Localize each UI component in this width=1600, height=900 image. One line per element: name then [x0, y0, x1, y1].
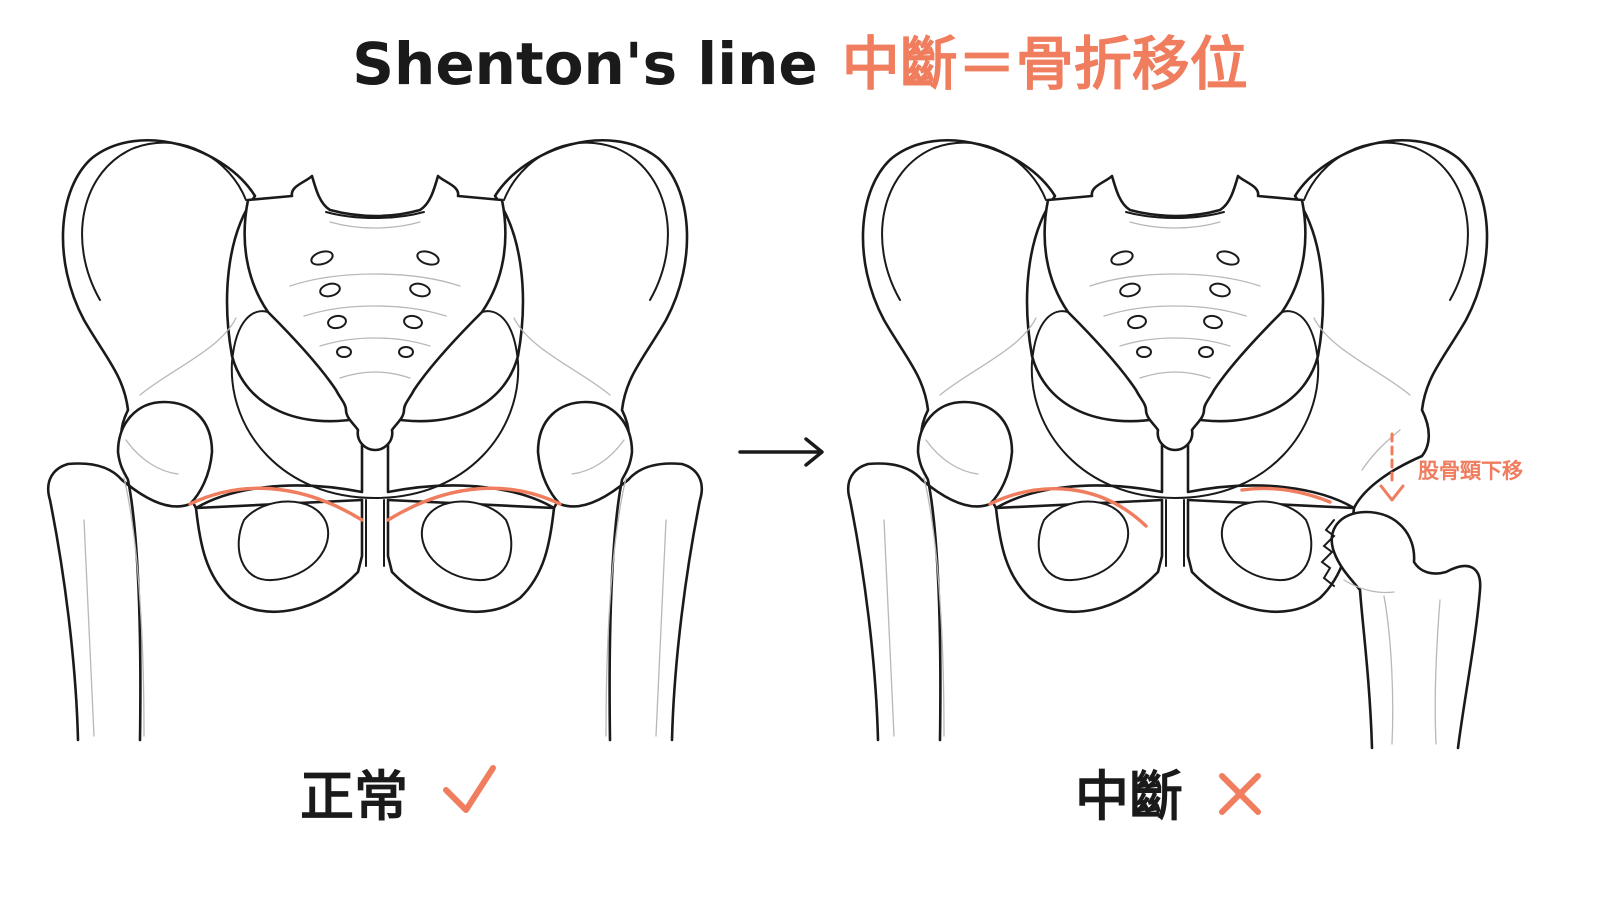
femur-right-fractured: [1320, 510, 1482, 750]
shenton-line-left-normal: [188, 486, 364, 522]
caption-normal: 正常: [300, 765, 496, 828]
page-title: Shenton's line 中斷＝骨折移位: [352, 30, 1247, 98]
femur-left-normal: [46, 400, 214, 742]
cross-icon: [1219, 773, 1261, 815]
caption-disrupted-text: 中斷: [1075, 765, 1183, 828]
arrow-right-icon: [738, 437, 824, 467]
title-accent: 中斷＝骨折移位: [842, 30, 1248, 98]
pelvis-normal: [61, 138, 689, 614]
femur-left-disrupted: [846, 400, 1014, 742]
panel-disrupted: 股骨頸下移: [846, 138, 1523, 750]
shenton-line-right-disrupted: [1240, 486, 1332, 504]
shenton-line-right-normal: [386, 486, 562, 522]
displacement-label: 股骨頸下移: [1418, 459, 1523, 483]
shenton-line-left-disrupted: [988, 487, 1148, 528]
caption-disrupted: 中斷: [1075, 765, 1261, 828]
title-prefix: Shenton's line: [352, 30, 817, 98]
dashed-down-arrow-icon: [1379, 432, 1405, 502]
panel-normal: [46, 138, 704, 742]
check-icon: [443, 765, 496, 813]
caption-normal-text: 正常: [300, 765, 408, 828]
femur-right-normal: [536, 400, 704, 742]
